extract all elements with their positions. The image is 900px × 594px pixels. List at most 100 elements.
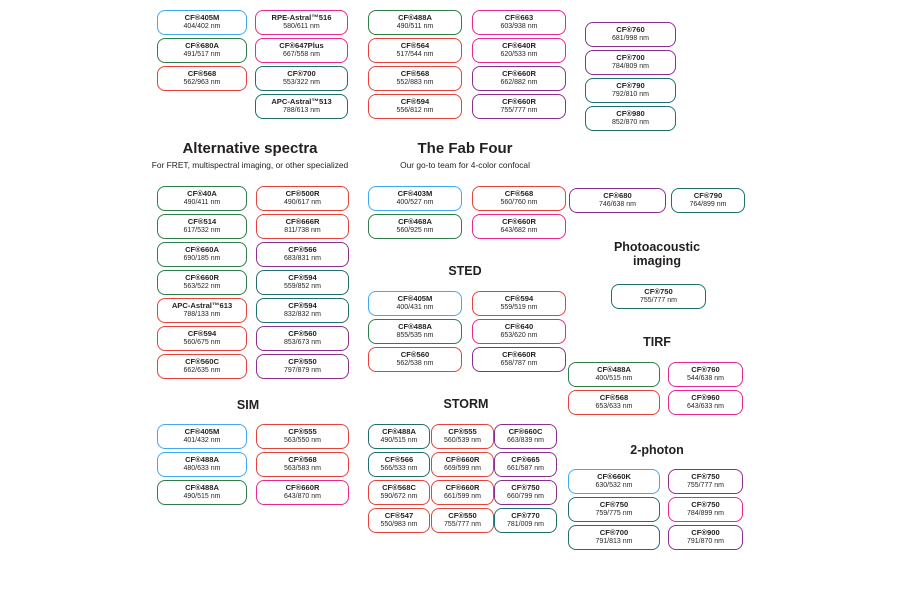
dye-wavelengths: 661/599 nm [444,492,481,500]
dye-name: CF®680A [185,41,219,51]
two-photon-title: 2-photon [630,443,684,457]
dye-wavelengths: 517/544 nm [396,50,434,58]
dye-wavelengths: 404/402 nm [183,22,221,30]
dye-wavelengths: 552/883 nm [396,78,434,86]
dye-wavelengths: 755/777 nm [640,296,677,304]
dye-name: CF®560C [185,357,219,367]
dye-wavelengths: 560/539 nm [444,436,481,444]
dye-wavelengths: 630/532 nm [595,481,633,489]
dye-name: CF®555 [448,427,477,437]
dye-wavelengths: 563/522 nm [183,282,221,290]
dye-name: CF®488A [185,455,219,465]
sim-title: SIM [236,398,260,412]
dye-wavelengths: 853/673 nm [284,338,321,346]
dye-name: CF®790 [616,81,645,91]
fab-four-subtitle: Our go-to team for 4-color confocal [400,160,530,170]
dye-name: CF®960 [691,393,720,403]
dye-name: CF®405M [184,13,220,23]
dye-name: CF®750 [644,287,673,297]
alternative-spectra-subtitle: For FRET, multispectral imaging, or othe… [151,160,349,170]
dye-name: CF®640R [502,41,536,51]
dye-name: CF®500R [285,189,320,199]
dye-wavelengths: 832/832 nm [284,310,321,318]
dye-name: CF®566 [384,455,414,465]
dye-name: CF®760 [691,365,720,375]
dye-wavelengths: 620/533 nm [500,50,538,58]
dye-name: CF®660R [285,483,320,493]
dye-wavelengths: 653/620 nm [500,331,538,339]
dye-name: CF®770 [511,511,540,521]
dye-wavelengths: 667/558 nm [283,50,320,58]
dye-wavelengths: 755/777 nm [444,520,481,528]
dye-wavelengths: 811/738 nm [284,226,321,234]
dye-name: CF®660R [185,273,219,283]
dye-wavelengths: 560/925 nm [396,226,434,234]
dye-wavelengths: 559/519 nm [500,303,538,311]
dye-wavelengths: 661/587 nm [507,464,544,472]
dye-name: CF®663 [504,13,534,23]
dye-wavelengths: 559/852 nm [284,282,321,290]
dye-wavelengths: 400/431 nm [396,303,434,311]
dye-wavelengths: 643/870 nm [284,492,321,500]
dye-name: CF®660R [502,69,536,79]
dye-wavelengths: 755/777 nm [500,106,538,114]
dye-wavelengths: 788/133 nm [183,310,221,318]
dye-wavelengths: 658/787 nm [500,359,538,367]
dye-wavelengths: 480/633 nm [183,464,221,472]
dye-wavelengths: 764/899 nm [689,200,727,208]
dye-name: CF®660R [502,97,536,107]
dye-wavelengths: 690/185 nm [183,254,221,262]
dye-wavelengths: 603/938 nm [500,22,538,30]
dye-wavelengths: 556/812 nm [396,106,434,114]
dye-wavelengths: 746/638 nm [599,200,636,208]
dye-wavelengths: 400/515 nm [595,374,633,382]
dye-name: CF®594 [504,294,534,304]
dye-name: CF®468A [398,217,432,227]
dye-wavelengths: 755/777 nm [687,481,724,489]
dye-name: CF®547 [384,511,414,521]
dye-wavelengths: 580/611 nm [283,22,320,30]
tirf-title: TIRF [643,335,671,349]
dye-name: CF®488A [398,13,432,23]
dye-name: CF®594 [288,301,317,311]
dye-wavelengths: 490/617 nm [284,198,321,206]
dye-wavelengths: 759/775 nm [595,509,633,517]
dye-name: CF®594 [187,329,217,339]
dye-name: APC-Astral™513 [271,97,332,107]
